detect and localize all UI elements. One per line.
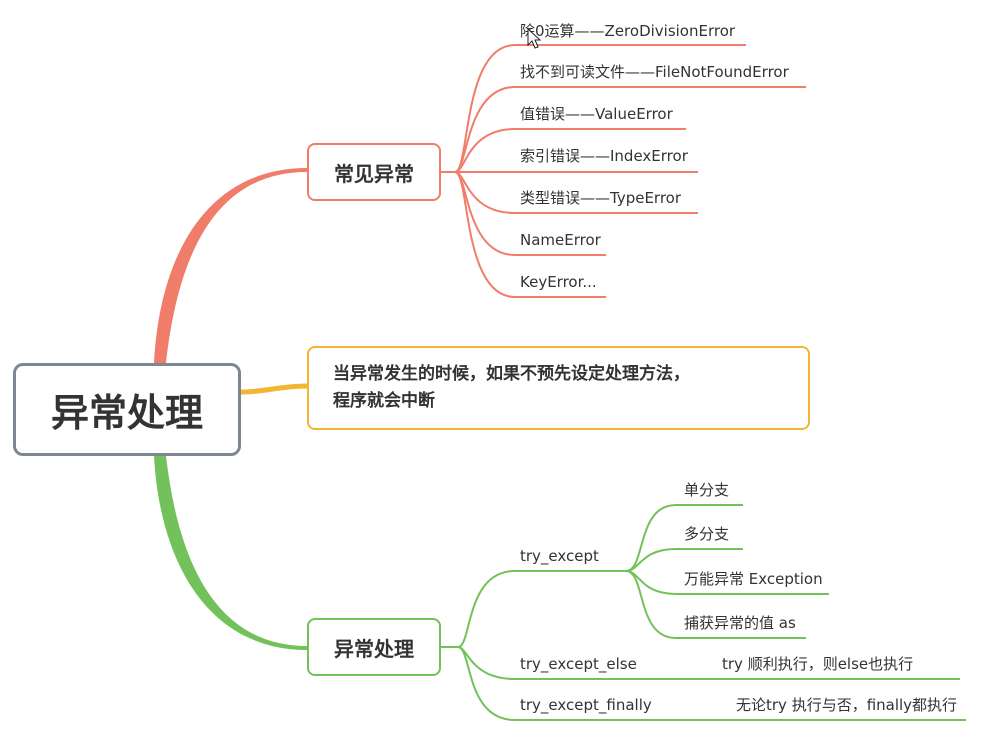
leaf-index-error: 索引错误——IndexError: [520, 147, 688, 165]
handling-connectors: [441, 504, 966, 721]
connector-root-handling: [154, 456, 307, 650]
branch-note-text: 当异常发生的时候，如果不预先设定处理方法， 程序就会中断: [333, 364, 690, 411]
branch-common-label: 常见异常: [334, 161, 414, 186]
leaf-capture-value-as: 捕获异常的值 as: [684, 614, 796, 632]
leaf-file-not-found: 找不到可读文件——FileNotFoundError: [520, 63, 789, 81]
root-node: 异常处理: [13, 363, 241, 456]
branch-note: 当异常发生的时候，如果不预先设定处理方法， 程序就会中断: [307, 346, 810, 430]
leaf-name-error: NameError: [520, 231, 601, 249]
leaf-try-except-else: try_except_else: [520, 655, 637, 673]
connector-root-common: [154, 168, 307, 363]
leaf-value-error: 值错误——ValueError: [520, 105, 673, 123]
root-label: 异常处理: [50, 391, 203, 435]
leaf-universal-exception: 万能异常 Exception: [684, 570, 823, 588]
note-try-else: try 顺利执行，则else也执行: [722, 655, 914, 673]
leaf-key-error: KeyError...: [520, 273, 597, 291]
branch-handling-label: 异常处理: [334, 636, 414, 661]
note-try-finally: 无论try 执行与否，finally都执行: [736, 696, 958, 714]
leaf-zero-division: 除0运算——ZeroDivisionError: [520, 22, 736, 40]
leaf-type-error: 类型错误——TypeError: [520, 189, 682, 207]
leaf-single-branch: 单分支: [684, 481, 730, 499]
leaf-try-except: try_except: [520, 547, 599, 565]
leaf-multi-branch: 多分支: [684, 525, 730, 543]
connector-root-note: [240, 383, 308, 395]
branch-common-exceptions: 常见异常: [307, 143, 441, 201]
mouse-cursor-icon: [527, 28, 542, 49]
leaf-try-except-finally: try_except_finally: [520, 696, 652, 714]
branch-exception-handling: 异常处理: [307, 618, 441, 676]
common-connectors: [441, 44, 806, 298]
